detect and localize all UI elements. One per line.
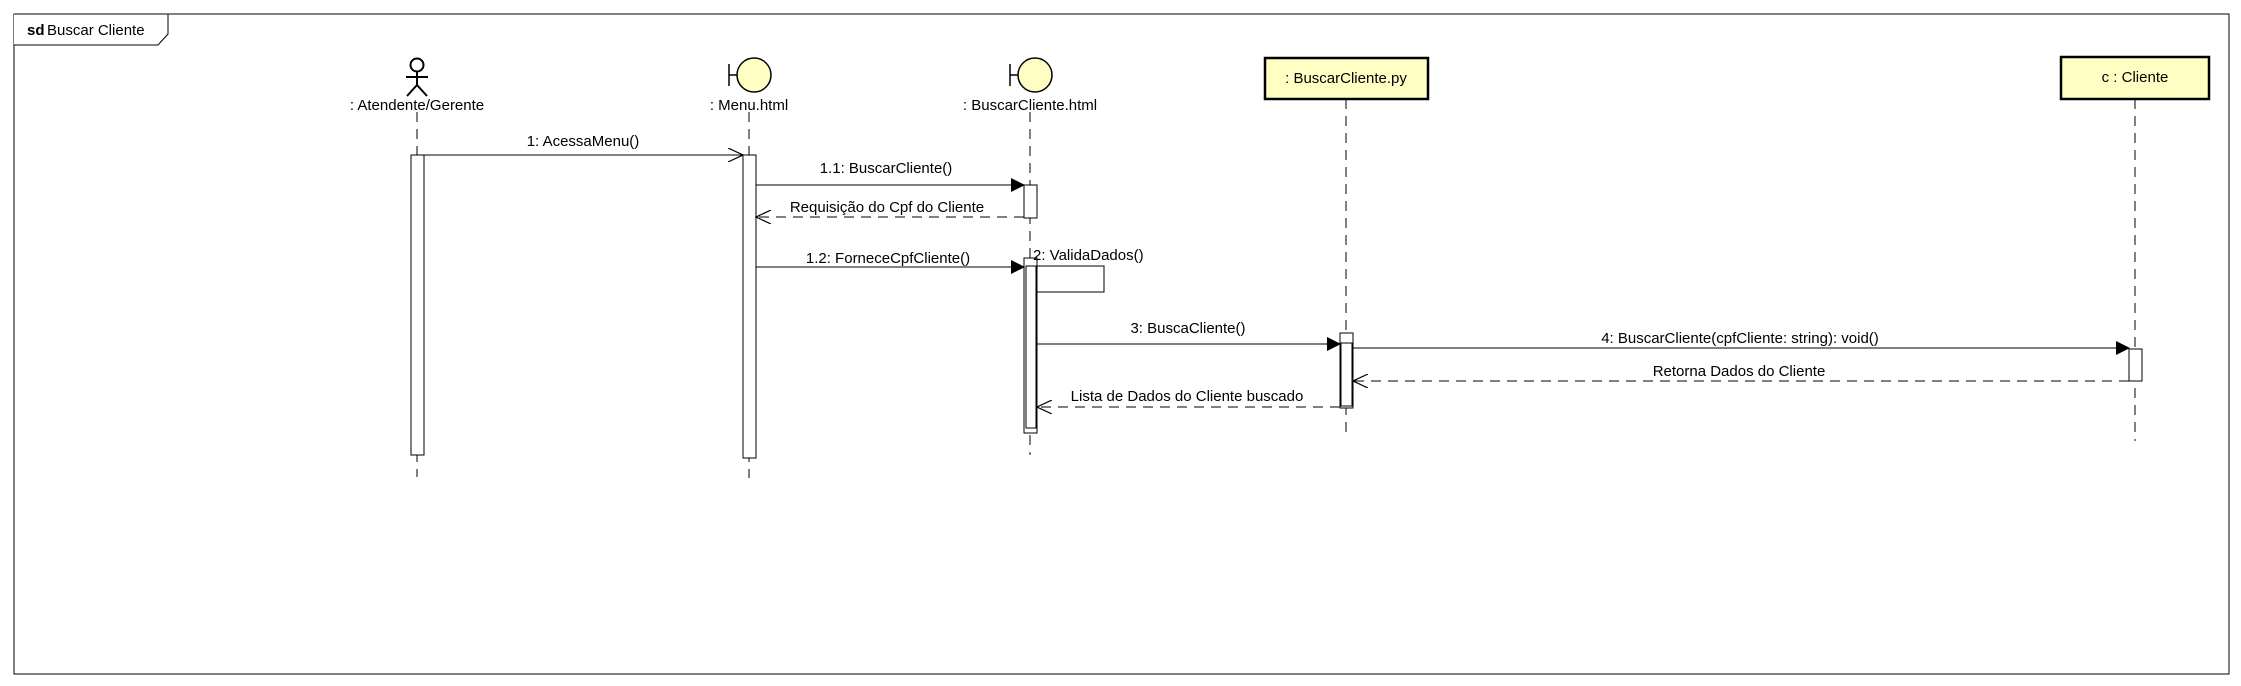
message-2-label: 2: ValidaDados() (1033, 247, 1144, 264)
activation-actor (410, 154, 425, 456)
frame-keyword: sd (27, 22, 45, 39)
message-3[interactable]: 3: BuscaCliente() (1037, 320, 1341, 351)
stick-figure-icon (406, 57, 428, 97)
message-4-label: 4: BuscarCliente(cpfCliente: string): vo… (1601, 330, 1879, 347)
boundary-icon (1009, 57, 1053, 93)
object-box-cliente (2059, 55, 2211, 101)
lifeline-buscar-html[interactable]: : BuscarCliente.html (963, 57, 1097, 114)
reply-1-label: Requisição do Cpf do Cliente (790, 199, 984, 216)
message-1-2-label: 1.2: ForneceCpfCliente() (806, 250, 970, 267)
frame-tab (14, 13, 169, 46)
reply-2-label: Retorna Dados do Cliente (1653, 363, 1826, 380)
lifeline-menu[interactable]: : Menu.html (710, 57, 788, 114)
message-1-label: 1: AcessaMenu() (527, 133, 640, 150)
message-1-1-label: 1.1: BuscarCliente() (820, 160, 953, 177)
reply-2[interactable]: Retorna Dados do Cliente (1353, 363, 2129, 381)
boundary-icon (728, 57, 772, 93)
message-4[interactable]: 4: BuscarCliente(cpfCliente: string): vo… (1353, 330, 2130, 355)
activation-menu (742, 154, 757, 459)
activation-buscar-py-inner (1340, 342, 1353, 407)
lifeline-label-cliente: c : Cliente (2102, 69, 2169, 86)
object-box-buscar-py (1263, 56, 1430, 101)
message-2-arrow (1037, 265, 1105, 293)
message-2-self[interactable]: 2: ValidaDados() (1033, 247, 1144, 293)
reply-3[interactable]: Lista de Dados do Cliente buscado (1037, 388, 1340, 407)
activation-cliente (2128, 348, 2143, 382)
activation-buscar-html-self (1025, 265, 1037, 429)
lifeline-actor[interactable]: : Atendente/Gerente (350, 57, 484, 115)
message-1[interactable]: 1: AcessaMenu() (424, 133, 743, 155)
activation-buscar-html-1 (1023, 184, 1038, 219)
message-3-label: 3: BuscaCliente() (1130, 320, 1245, 337)
lifeline-label-menu: : Menu.html (710, 97, 788, 114)
lifeline-label-buscar-py: : BuscarCliente.py (1285, 70, 1407, 87)
activation-bars (410, 154, 2143, 459)
lifeline-cliente[interactable]: c : Cliente (2059, 55, 2211, 101)
frame-title: Buscar Cliente (47, 22, 145, 39)
lifeline-label-actor: : Atendente/Gerente (350, 97, 484, 114)
reply-3-label: Lista de Dados do Cliente buscado (1071, 388, 1304, 405)
lifeline-label-buscar-html: : BuscarCliente.html (963, 97, 1097, 114)
reply-1[interactable]: Requisição do Cpf do Cliente (756, 199, 1024, 217)
lifeline-buscar-py[interactable]: : BuscarCliente.py (1263, 56, 1430, 101)
message-1-2[interactable]: 1.2: ForneceCpfCliente() (756, 250, 1025, 274)
message-1-1[interactable]: 1.1: BuscarCliente() (756, 160, 1025, 192)
